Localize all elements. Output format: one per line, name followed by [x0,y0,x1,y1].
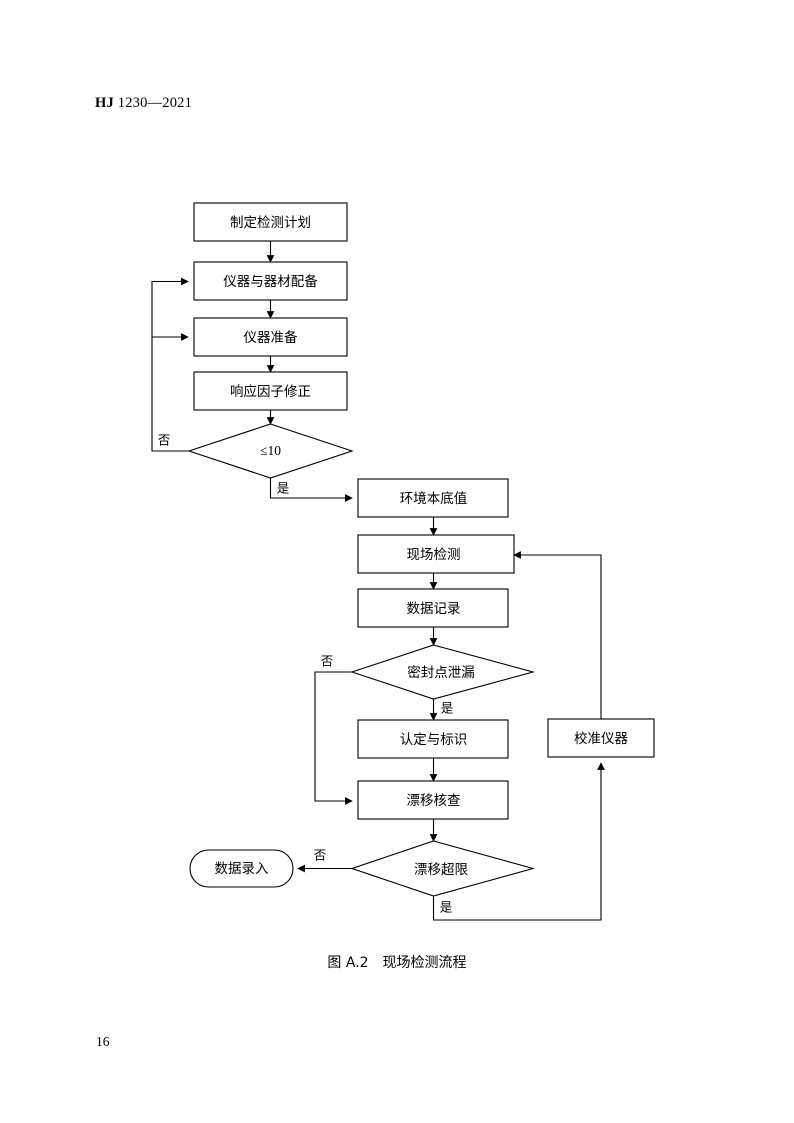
node-background-label: 环境本底值 [400,491,468,507]
header-standard-code: HJ [95,95,114,111]
node-identify-mark[interactable] [357,719,509,759]
node-field-test[interactable] [357,534,515,574]
node-identify-mark-label: 认定与标识 [400,732,468,748]
node-calibrate-label: 校准仪器 [574,730,628,747]
header-standard-number: 1230—2021 [113,95,193,111]
branch-label-seal-no: 否 [321,654,334,669]
node-equipment[interactable] [193,261,348,301]
decision-seal-leak-label: 密封点泄漏 [407,664,475,681]
branch-label-drift-no: 否 [314,848,327,863]
decision-seal-leak[interactable] [350,644,536,700]
decision-drift-exceed-label: 漂移超限 [414,862,468,878]
node-background[interactable] [357,478,509,518]
node-data-record[interactable] [357,588,509,628]
figure-caption: 图 A.2 现场检测流程 [327,955,467,971]
page-header: HJ 1230—2021 [95,95,192,112]
decision-check-le10-label: ≤10 [260,443,281,458]
branch-label-drift-yes: 是 [440,900,453,915]
node-equipment-label: 仪器与器材配备 [223,273,318,290]
branch-label-check-yes: 是 [277,481,290,496]
connector-check-yes-to-background [269,478,353,502]
node-data-record-label: 数据记录 [407,601,461,617]
node-drift-check[interactable] [357,780,509,820]
node-instrument-prep-label: 仪器准备 [244,329,298,346]
branch-label-seal-yes: 是 [441,701,454,716]
terminator-data-entry-label: 数据录入 [215,861,269,877]
connector-calibrate-to-fieldtest [513,551,602,719]
connector-check-no-to-equipment [151,277,189,452]
node-plan[interactable] [193,202,348,242]
decision-check-le10[interactable] [187,423,354,479]
node-response-factor-label: 响应因子修正 [230,383,311,400]
connector-sealleak-no-to-driftcheck [314,671,353,805]
page-number: 16 [96,1034,110,1049]
decision-drift-exceed[interactable] [350,840,536,897]
node-instrument-prep[interactable] [193,317,348,357]
branch-label-check-no: 否 [158,433,171,448]
node-field-test-label: 现场检测 [407,547,461,563]
node-response-factor[interactable] [193,371,348,411]
node-drift-check-label: 漂移核查 [407,793,461,809]
connector-driftexceed-yes-to-calibrate [432,762,605,921]
node-calibrate[interactable] [547,718,655,758]
node-plan-label: 制定检测计划 [230,215,311,231]
terminator-data-entry[interactable] [189,849,294,888]
